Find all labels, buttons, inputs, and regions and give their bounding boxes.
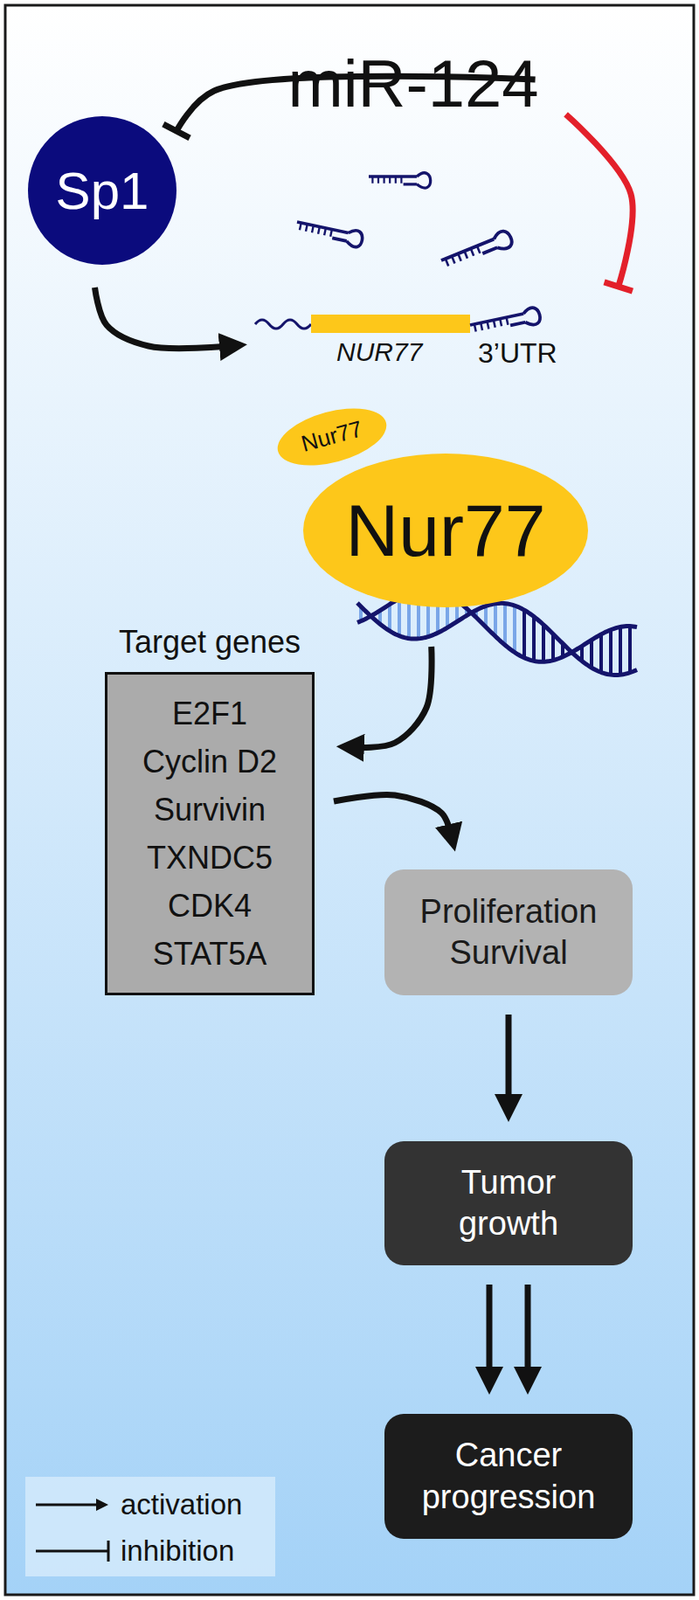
activation-connector <box>489 1284 528 1376</box>
node-text: CDK4 <box>167 881 252 930</box>
activation-connector <box>95 287 229 349</box>
inhibition-connector <box>566 114 634 287</box>
text-stack: E2F1Cyclin D2SurvivinTXNDC5CDK4STAT5A <box>142 689 277 978</box>
activation-connector <box>333 794 451 833</box>
node-text: 3’UTR <box>477 337 558 370</box>
process-box: Proliferation Survival <box>384 869 633 996</box>
legend-arrow-sample <box>35 1503 98 1507</box>
dna-rung <box>628 626 632 673</box>
dna-rung <box>397 598 402 637</box>
ellipse-fill <box>27 116 177 265</box>
connector-line <box>525 1284 532 1376</box>
node-text: Cancer progression <box>412 1434 605 1518</box>
connector-line <box>355 646 432 748</box>
mirna-hairpin <box>439 228 514 273</box>
node-text: Cyclin D2 <box>142 737 277 786</box>
activation-connector <box>355 646 432 748</box>
dna-rung <box>589 639 594 668</box>
legend-bar-sample <box>35 1540 109 1562</box>
node-text: Tumor growth <box>412 1162 605 1246</box>
text-stack: Sp1 <box>55 160 150 222</box>
dna-rung <box>618 626 623 675</box>
dna-rung <box>609 629 613 675</box>
text-stack: Nur77 <box>346 488 547 574</box>
mrna-cds-bar <box>311 314 471 333</box>
text-stack: miR-124 <box>287 45 539 122</box>
node-text: Sp1 <box>55 160 150 222</box>
ellipse-fill <box>303 453 589 608</box>
node-text: TXNDC5 <box>146 833 273 882</box>
mirna-hairpin <box>294 217 364 248</box>
node-text: Survivin <box>153 785 266 834</box>
process-box: Cancer progression <box>384 1413 633 1539</box>
connector-line <box>505 1014 513 1103</box>
dna-rung <box>599 634 603 672</box>
node-text: Target genes <box>118 623 301 660</box>
node-text: E2F1 <box>172 689 248 738</box>
dna-rung <box>522 609 526 658</box>
connector-line <box>95 287 229 349</box>
node-text: STAT5A <box>152 929 268 978</box>
process-box: Tumor growth <box>384 1141 633 1266</box>
dna-rung <box>532 616 536 662</box>
frame <box>5 5 694 1595</box>
dna-rung <box>541 624 546 662</box>
utr-hairpin <box>469 306 542 339</box>
text-stack: Cancer progression <box>412 1434 605 1518</box>
mirna-hairpin <box>368 173 431 188</box>
node-text: NUR77 <box>336 337 423 368</box>
activation-connector <box>508 1014 510 1103</box>
text-stack: Tumor growth <box>412 1162 605 1246</box>
connector-line <box>486 1284 493 1376</box>
text-stack: Proliferation Survival <box>412 891 605 975</box>
legend-text: activation <box>120 1487 243 1523</box>
connector-line <box>333 794 451 833</box>
target-genes-box: E2F1Cyclin D2SurvivinTXNDC5CDK4STAT5ATar… <box>104 671 315 996</box>
sp1-circle: Sp1 <box>27 116 177 265</box>
mrna-transcript: NUR77 3’UTR <box>249 288 623 381</box>
dna-rung <box>503 603 507 646</box>
dna-rung <box>512 605 517 652</box>
nur77-protein: Nur77 <box>303 453 589 608</box>
mirna-label: miR-124 <box>282 40 544 127</box>
mrna-5prime <box>255 319 312 329</box>
node-text: miR-124 <box>287 45 539 122</box>
connector-line <box>566 114 634 287</box>
dna-rung <box>493 603 498 637</box>
legend-box <box>25 1476 276 1577</box>
node-text: Proliferation Survival <box>412 891 605 975</box>
node-text: Nur77 <box>346 488 547 574</box>
dna-rung <box>387 604 392 631</box>
legend-text: inhibition <box>120 1533 235 1569</box>
